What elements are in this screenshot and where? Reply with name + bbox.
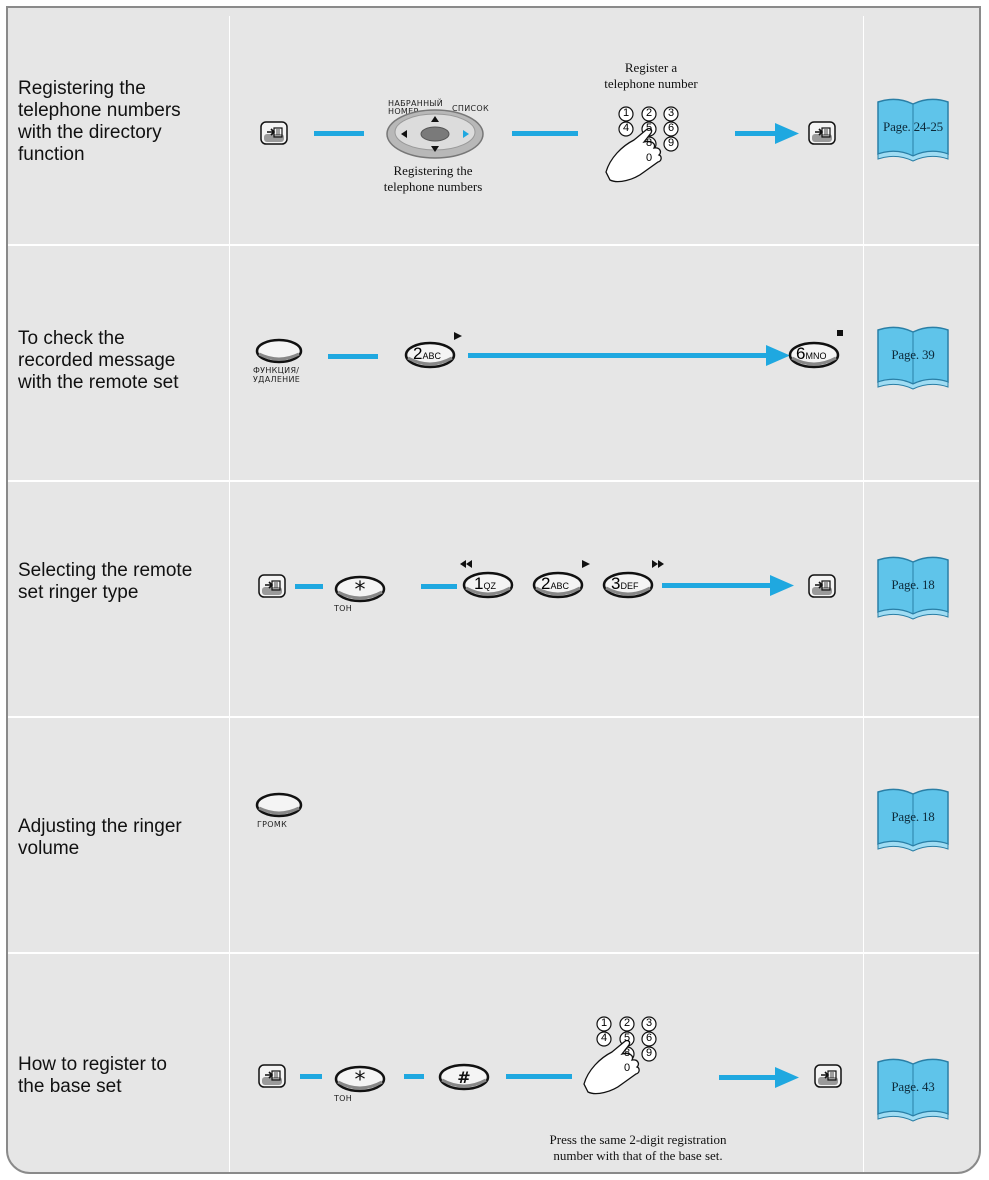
registration-caption: Press the same 2-digit registration numb… [549,1132,727,1163]
handset-button-icon [808,574,836,598]
handset-button-icon [814,1064,842,1088]
handset-button-icon [258,1064,286,1088]
key-3-def-icon: 3DEF [602,570,654,600]
svg-text:*: * [355,1068,366,1093]
nav-caption: Registering the telephone numbers [383,163,483,194]
svg-text:*: * [355,578,366,603]
page-reference: Page. 18 [891,809,935,824]
page-reference-book-icon[interactable]: Page. 18 [874,786,952,852]
flow-connector [506,1074,572,1079]
column-divider-right [863,16,864,1172]
page-reference: Page. 18 [891,577,935,592]
row-ringer-volume: Adjusting the ringer volume ГРОМК Page. … [8,716,979,954]
hash-key-icon: # [438,1062,494,1094]
flow-connector [512,131,578,136]
key-2-abc-icon: 2ABC [532,570,584,600]
key-2-abc-icon: 2ABC [404,340,456,370]
keypad-caption: Register a telephone number [604,60,698,91]
flow-connector [404,1074,424,1079]
row-directory: Registering the telephone numbers with t… [8,8,979,246]
row-label: Registering the telephone numbers with t… [18,78,181,165]
flow-connector [295,584,323,589]
navigation-key-icon: НАБРАННЫЙ НОМЕР СПИСОК [380,100,490,160]
flow-connector [328,354,378,359]
play-indicator-icon [582,560,590,568]
svg-text:#: # [457,1068,470,1087]
flow-arrow [662,575,794,596]
page-reference: Page. 43 [891,1079,935,1094]
star-key-icon: * ТОН [334,574,390,616]
flow-connector [421,584,457,589]
flow-arrow [719,1067,799,1088]
function-delete-button-icon: ФУНКЦИЯ/ УДАЛЕНИЕ [251,338,307,388]
flow-arrow [468,345,790,366]
column-divider-left [229,16,230,1172]
row-label: Selecting the remote set ringer type [18,560,193,603]
volume-button-icon: ГРОМК [251,792,307,836]
row-label: How to register to the base set [18,1054,167,1097]
page-reference: Page. 24-25 [883,119,943,134]
keypad-icon: 1 2 3 4 5 6 8 9 0 [582,1010,672,1102]
key-6-mno-icon: 6MNO [788,340,840,370]
key-1-qz-icon: 1QZ [462,570,514,600]
row-label: Adjusting the ringer volume [18,816,182,859]
rewind-indicator-icon [460,560,472,568]
flow-connector [314,131,364,136]
handset-button-icon [260,121,288,145]
star-key-icon: * ТОН [334,1064,390,1106]
fast-forward-indicator-icon [652,560,664,568]
page-reference-book-icon[interactable]: Page. 39 [874,324,952,390]
handset-button-icon [808,121,836,145]
guide-panel: Registering the telephone numbers with t… [6,6,981,1174]
row-recorded-message: To check the recorded message with the r… [8,244,979,482]
flow-connector [300,1074,322,1079]
page-reference-book-icon[interactable]: Page. 24-25 [874,96,952,162]
row-ringer-type: Selecting the remote set ringer type * Т… [8,480,979,718]
stop-indicator-icon [837,330,843,336]
keypad-icon: 1 2 3 4 5 6 8 9 0 [604,100,694,190]
flow-arrow [735,123,799,144]
page-reference-book-icon[interactable]: Page. 18 [874,554,952,620]
row-register-base: How to register to the base set * ТОН # [8,952,979,1172]
handset-button-icon [258,574,286,598]
row-label: To check the recorded message with the r… [18,328,179,393]
page-reference-book-icon[interactable]: Page. 43 [874,1056,952,1122]
page-reference: Page. 39 [891,347,935,362]
play-indicator-icon [454,332,462,340]
